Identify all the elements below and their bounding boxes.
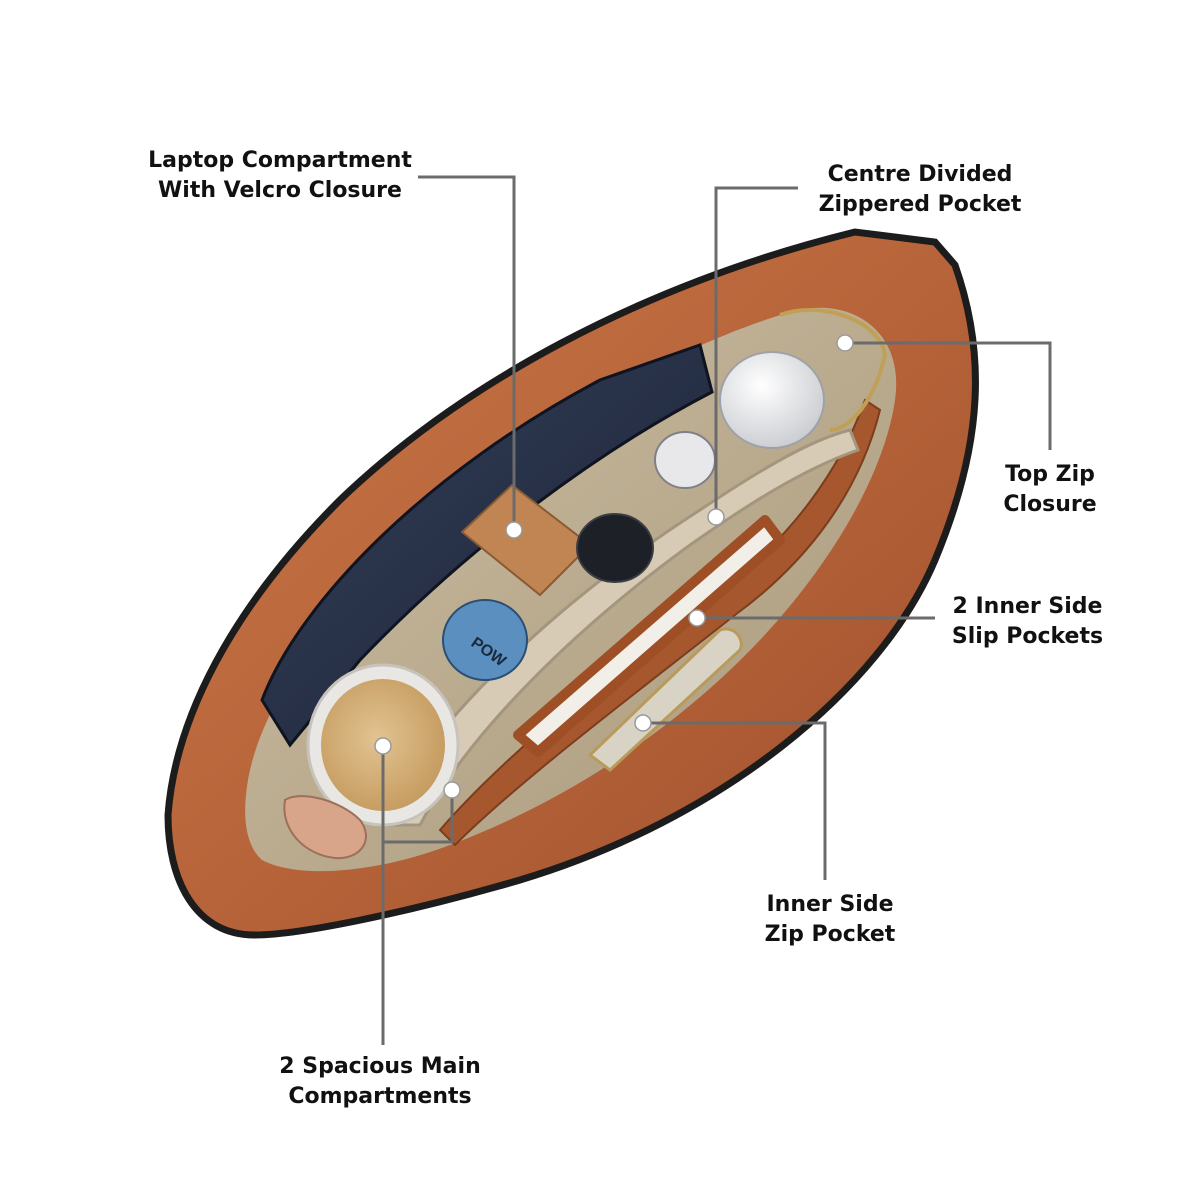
callout-main-line2: Compartments <box>288 1084 472 1109</box>
laptop <box>260 343 714 748</box>
callout-centre-zippered-pocket: Centre Divided Zippered Pocket <box>790 160 1050 220</box>
callout-dot-main-1 <box>374 737 392 755</box>
callout-laptop-compartment: Laptop Compartment With Velcro Closure <box>130 146 430 206</box>
callout-dot-main-2 <box>443 781 461 799</box>
callout-line-main-branch <box>383 790 454 844</box>
callout-dot-slip <box>688 609 706 627</box>
callout-slip-pockets: 2 Inner Side Slip Pockets <box>940 592 1115 652</box>
notebook <box>513 515 785 757</box>
small-bottle <box>654 431 716 489</box>
callout-top-zip-line1: Top Zip <box>1005 462 1095 487</box>
callout-dot-centre <box>707 508 725 526</box>
callout-dot-top-zip <box>836 334 854 352</box>
blue-bottle: POW <box>442 599 528 681</box>
callout-line-top-zip <box>845 341 1052 450</box>
callout-inner-zip-line2: Zip Pocket <box>764 922 896 947</box>
inner-zip-wallet <box>587 627 743 772</box>
top-zip-closure <box>779 308 888 432</box>
callout-slip-line1: 2 Inner Side <box>952 594 1103 619</box>
callout-top-zip-closure: Top Zip Closure <box>985 460 1115 520</box>
callout-dots <box>374 334 854 799</box>
callout-main-line1: 2 Spacious Main <box>279 1054 481 1079</box>
callout-top-zip-line2: Closure <box>1003 492 1097 517</box>
callout-centre-line1: Centre Divided <box>827 162 1013 187</box>
callout-slip-line2: Slip Pockets <box>951 624 1104 649</box>
callout-main-compartments: 2 Spacious Main Compartments <box>270 1052 490 1112</box>
callout-dot-laptop <box>505 521 523 539</box>
white-jar <box>719 351 825 449</box>
callout-line-inner-zip <box>643 721 827 880</box>
callout-inner-zip-line1: Inner Side <box>766 892 894 917</box>
callout-line-centre <box>714 186 798 517</box>
callout-dot-inner-zip <box>634 714 652 732</box>
callout-line-laptop <box>418 175 516 530</box>
rose-gold-pouch <box>283 795 367 860</box>
callout-centre-line2: Zippered Pocket <box>818 192 1022 217</box>
callout-inner-zip-pocket: Inner Side Zip Pocket <box>735 890 925 950</box>
callout-laptop-line1: Laptop Compartment <box>148 148 412 173</box>
callout-lines <box>381 175 1052 1045</box>
cosmetic-jar <box>576 513 654 583</box>
callout-laptop-line2: With Velcro Closure <box>158 178 402 203</box>
